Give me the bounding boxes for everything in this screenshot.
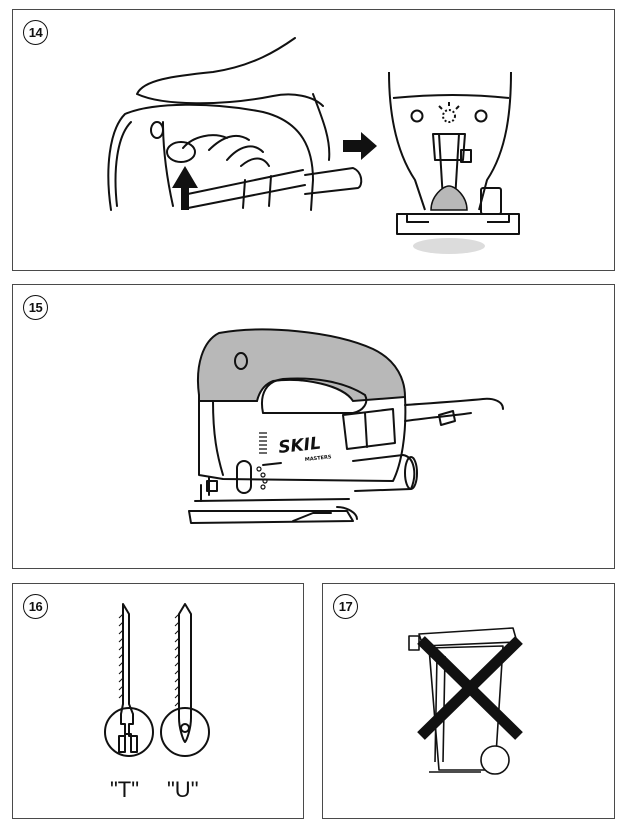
jigsaw-side-view-illustration: SKIL MASTERS: [188, 328, 504, 524]
figure-number-badge: 14: [23, 20, 48, 45]
cross-line-2: [417, 636, 523, 740]
figure-16-panel: 16 "T" "U": [12, 583, 304, 819]
figure-number-badge: 15: [23, 295, 48, 320]
power-cord: [404, 397, 504, 410]
t-shank-blade: [118, 603, 138, 753]
brand-sub-label: MASTERS: [305, 454, 333, 463]
t-shank-label: "T": [110, 777, 140, 802]
cut-shadow: [413, 238, 485, 254]
figure-number-badge: 17: [333, 594, 358, 619]
bin-wheel: [480, 745, 510, 775]
bin-lid: [418, 627, 518, 647]
u-shank-label: "U": [167, 777, 199, 802]
brand-logo: SKIL: [277, 434, 321, 458]
jigsaw-front-view: [388, 71, 512, 211]
jigsaw-body-outline: [198, 394, 407, 482]
t-shank-magnifier: [104, 707, 154, 757]
u-shank-magnifier: [160, 707, 210, 757]
u-shank-blade: [178, 603, 192, 743]
jigsaw-top-housing: [197, 328, 407, 403]
fingers: [182, 134, 270, 167]
figure-15-panel: 15: [12, 284, 615, 569]
blade-shanks-illustration: [104, 603, 210, 757]
figure-14-panel: 14: [12, 9, 615, 271]
next-step-arrow-icon: [343, 132, 377, 160]
push-up-arrow-icon: [172, 166, 198, 210]
jigsaw-housing-outline: [107, 103, 314, 211]
crossed-out-wheelie-bin-icon: [408, 627, 523, 775]
figure-number-badge: 16: [23, 594, 48, 619]
handle-opening: [261, 377, 368, 414]
hand-on-top: [136, 37, 324, 107]
blade-clamp-release-illustration: [107, 37, 520, 254]
figure-17-panel: 17: [322, 583, 615, 819]
base-plate: [188, 510, 354, 524]
